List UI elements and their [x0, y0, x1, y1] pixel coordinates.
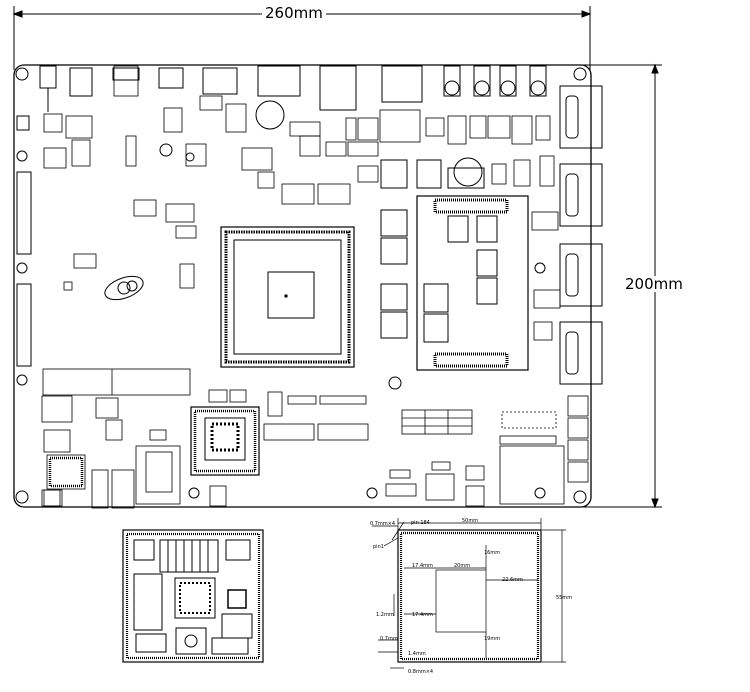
- pad-top-label: 0.7mm×4: [370, 521, 396, 527]
- dim-1-2-label: 1.2mm: [376, 612, 394, 618]
- main-cpu-chip: [220, 226, 355, 368]
- board-width-label: 260mm: [262, 5, 326, 21]
- dim-22-6-label: 22.6mm: [502, 577, 523, 583]
- bottom-region: [41, 368, 191, 509]
- dim-1-4-label: 1.4mm: [408, 651, 426, 657]
- mid-bottom-connectors: [43, 389, 565, 507]
- pad-bottom-label: 0.8mm×4: [408, 669, 434, 675]
- right-stack-connectors: [567, 395, 589, 483]
- module-dimension-drawing: [372, 518, 566, 669]
- module-width-label: 50mm: [462, 518, 479, 524]
- dim-17-4-b-label: 17.4mm: [412, 612, 433, 618]
- dim-19-label: 19mm: [484, 636, 501, 642]
- bga-chip: [190, 406, 260, 476]
- pin-bottom-label: pin1: [373, 544, 384, 550]
- mounting-holes: [15, 67, 587, 504]
- board-outline: [13, 64, 592, 508]
- left-headers: [16, 115, 32, 367]
- dim-0-7-label: 0.7mm: [380, 636, 398, 642]
- small-components: [43, 65, 561, 341]
- module-height-label: 55mm: [556, 595, 573, 601]
- pin-top-label: pin 184: [411, 520, 430, 526]
- memory-chips: [380, 157, 485, 339]
- dim-20-label: 20mm: [454, 563, 471, 569]
- top-connectors: [39, 65, 547, 112]
- dim-16-label: 16mm: [484, 550, 501, 556]
- core-module-board: [416, 195, 529, 371]
- db9-connectors: [559, 85, 603, 385]
- board-height-label: 200mm: [622, 276, 686, 292]
- module-top-view: [122, 529, 264, 663]
- dim-17-4-a-label: 17.4mm: [412, 563, 433, 569]
- logo-mark: [104, 275, 144, 301]
